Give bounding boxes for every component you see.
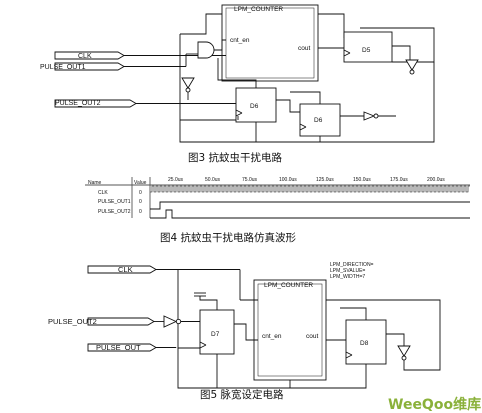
fig4-header-value: Value	[134, 180, 147, 186]
fig4-pulse-out2-trace	[150, 209, 470, 219]
fig4-pulse-out1-trace	[150, 201, 470, 210]
fig5-param-3: LPM_WIDTH=7	[330, 274, 365, 280]
fig5-lpm-counter-block	[253, 279, 327, 381]
fig3-pin-clk-label: CLK	[78, 53, 92, 60]
fig5-param-1: LPM_DIRECTION=	[330, 262, 374, 268]
watermark-logo: WeeQoo维库	[388, 396, 481, 413]
fig3-clk-pin	[54, 51, 146, 60]
fig3-counter-title: LPM_COUNTER	[234, 6, 283, 13]
time-tick-label: 25.0us	[168, 177, 184, 183]
time-tick-label: 125.0us	[316, 177, 334, 183]
fig4-signal-clk-value: 0	[139, 190, 142, 196]
time-tick-label: 50.0us	[205, 177, 221, 183]
fig3-counter-out: cout	[298, 45, 310, 52]
fig3-dff-d5	[343, 31, 393, 63]
fig4-clk-trace	[150, 185, 470, 193]
fig5-circuit	[87, 265, 441, 389]
fig5-counter-title: LPM_COUNTER	[264, 282, 313, 289]
fig5-dff-d7	[199, 309, 235, 355]
fig3-circuit	[54, 4, 435, 143]
fig4-signal-pulse-out1: PULSE_OUT1	[98, 199, 131, 205]
fig3-not-gate-right	[405, 59, 419, 71]
fig5-dff-d8-label: D8	[360, 340, 369, 347]
fig4-signal-pulse-out2-value: 0	[139, 209, 142, 215]
fig5-counter-in: cnt_en	[262, 333, 282, 340]
fig5-not-gate	[163, 315, 178, 328]
fig3-caption: 图3 抗蚊虫干扰电路	[188, 151, 283, 164]
fig3-and-gate	[197, 41, 215, 59]
fig5-dff-d7-label: D7	[211, 331, 220, 338]
fig4-time-ticks: 25.0us 50.0us 75.0us 100.0us 125.0us 150.0us 1…	[168, 177, 445, 183]
clk-waveform	[150, 185, 470, 193]
fig4-header-name: Name	[88, 180, 102, 186]
fig5-param-2: LPM_SVALUE=	[330, 268, 365, 274]
time-tick-label: 200.0us	[427, 177, 445, 183]
fig5-pulse-out2-pin	[87, 317, 164, 326]
fig3-pulse-out1-pin	[54, 62, 186, 71]
fig5-pin-pulse-out-label: PULSE_OUT	[96, 343, 141, 352]
fig5-clk-pin	[87, 265, 240, 274]
time-tick-label: 75.0us	[242, 177, 258, 183]
fig5-pin-clk-label: CLK	[118, 265, 133, 274]
fig3-dff-d6a-label: D6	[250, 103, 259, 110]
fig5-dff-d8	[345, 319, 387, 365]
fig5-not-gate-right	[397, 345, 411, 357]
time-tick-label: 150.0us	[353, 177, 371, 183]
fig3-pin-pulse-out2-label: PULSE_OUT2	[55, 100, 101, 107]
fig5-pin-pulse-out2-label: PULSE_OUT2	[48, 317, 97, 326]
fig3-not-gate-left	[181, 77, 195, 89]
fig4-signal-pulse-out1-value: 0	[139, 199, 142, 205]
fig3-pin-pulse-out1-label: PULSE_OUT1	[40, 64, 86, 71]
fig4-waveform	[85, 177, 470, 219]
fig5-counter-out: cout	[306, 333, 318, 340]
fig4-caption: 图4 抗蚊虫干扰电路仿真波形	[160, 231, 297, 244]
time-tick-label: 175.0us	[390, 177, 408, 183]
fig3-dff-d6b-label: D6	[314, 117, 323, 124]
time-tick-label: 100.0us	[279, 177, 297, 183]
fig4-signal-clk: CLK	[98, 190, 108, 196]
fig5-pulse-out-pin	[87, 343, 176, 352]
fig5-caption: 图5 脉宽设定电路	[200, 388, 284, 401]
fig4-signal-pulse-out2: PULSE_OUT2	[98, 209, 131, 215]
fig3-dff-d5-label: D5	[362, 47, 371, 54]
fig3-pulse-out2-pin	[54, 99, 160, 108]
fig3-counter-in: cnt_en	[230, 37, 250, 44]
